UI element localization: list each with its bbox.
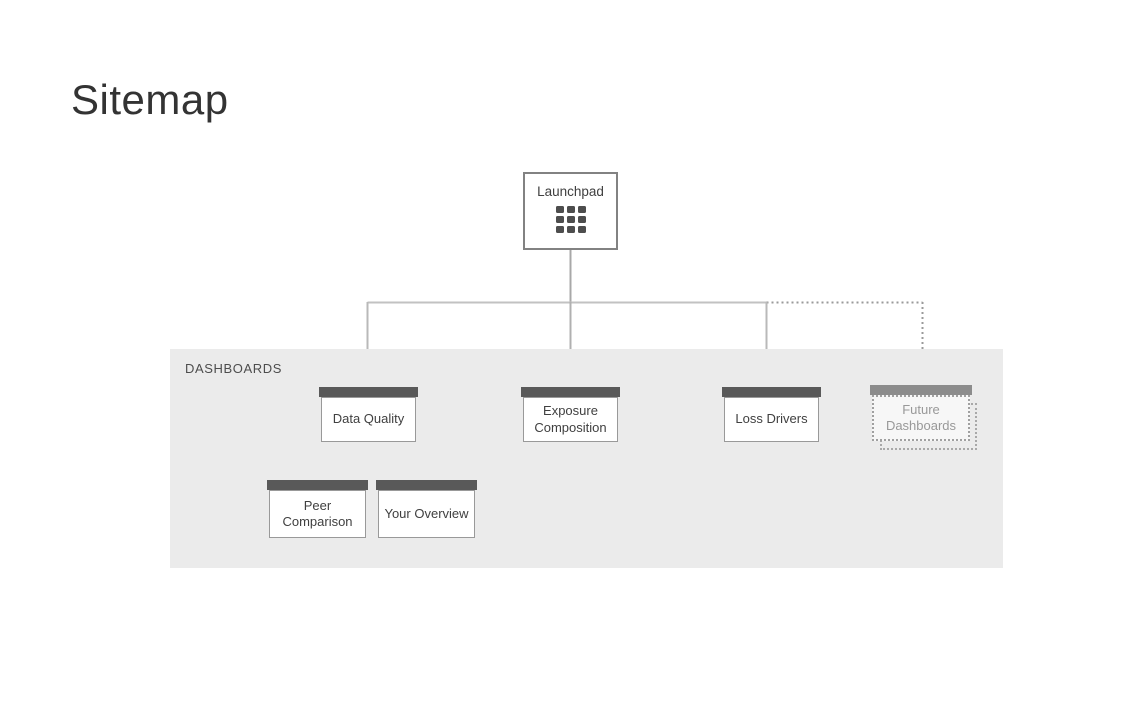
node-header-bar bbox=[521, 387, 620, 397]
node-future-dashboards-label: Future Dashboards bbox=[872, 395, 970, 441]
node-future-dashboards[interactable]: Future Dashboards bbox=[870, 385, 972, 441]
node-data-quality[interactable]: Data Quality bbox=[319, 387, 418, 442]
launchpad-grid-icon bbox=[555, 206, 586, 233]
node-header-bar bbox=[870, 385, 972, 395]
node-your-overview-label: Your Overview bbox=[378, 490, 475, 538]
node-data-quality-label: Data Quality bbox=[321, 397, 416, 442]
node-peer-comparison-label: Peer Comparison bbox=[269, 490, 366, 538]
page-title: Sitemap bbox=[71, 76, 229, 123]
node-exposure-composition-label: Exposure Composition bbox=[523, 397, 618, 442]
node-peer-comparison[interactable]: Peer Comparison bbox=[267, 480, 368, 538]
node-loss-drivers[interactable]: Loss Drivers bbox=[722, 387, 821, 442]
node-launchpad[interactable]: Launchpad bbox=[523, 172, 618, 250]
node-header-bar bbox=[722, 387, 821, 397]
node-your-overview[interactable]: Your Overview bbox=[376, 480, 477, 538]
node-header-bar bbox=[319, 387, 418, 397]
node-header-bar bbox=[267, 480, 368, 490]
node-loss-drivers-label: Loss Drivers bbox=[724, 397, 819, 442]
node-exposure-composition[interactable]: Exposure Composition bbox=[521, 387, 620, 442]
node-launchpad-label: Launchpad bbox=[537, 184, 604, 199]
node-header-bar bbox=[376, 480, 477, 490]
dashboards-section-label: DASHBOARDS bbox=[185, 361, 283, 376]
